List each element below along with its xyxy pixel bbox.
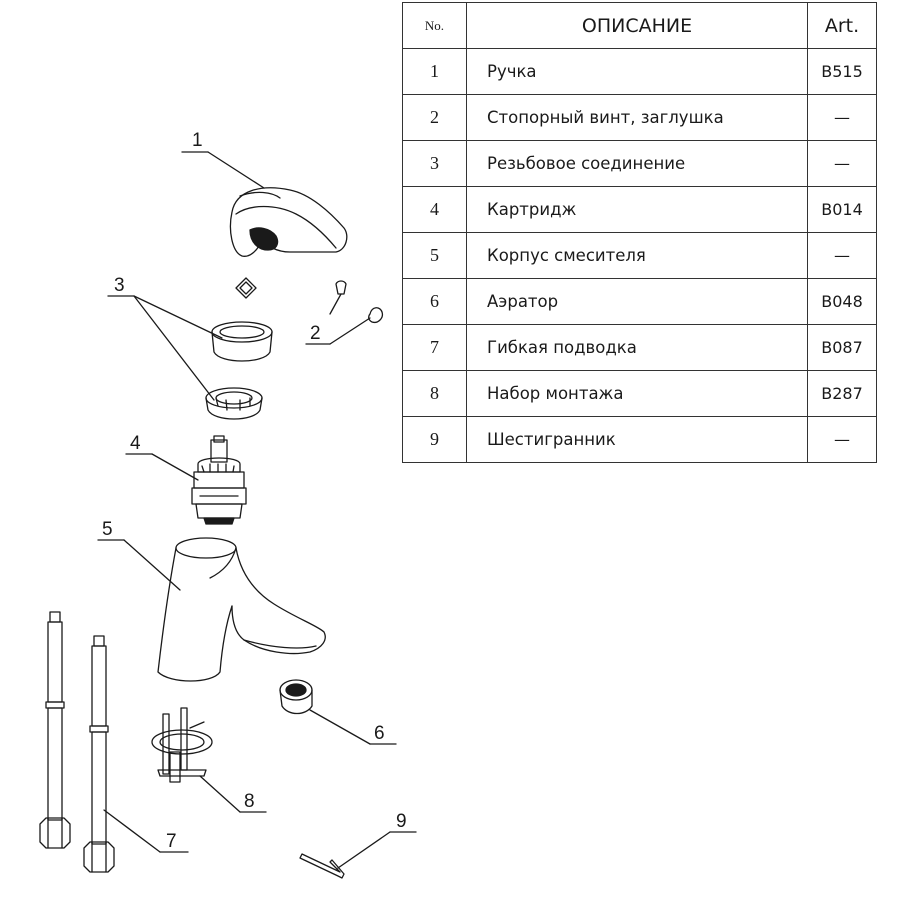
- cell-no: 8: [402, 370, 467, 417]
- callout-5: 5: [102, 519, 113, 540]
- leader-5: [123, 539, 181, 591]
- cell-no: 3: [402, 140, 467, 187]
- cell-description: Ручка: [466, 48, 808, 95]
- table-row: 7 Гибкая подводка B087: [402, 324, 877, 371]
- cell-no: 7: [402, 324, 467, 371]
- cell-description: Аэратор: [466, 278, 808, 325]
- cell-art: B014: [807, 186, 877, 233]
- callout-6: 6: [374, 723, 385, 744]
- part-flex-hose-left: [39, 611, 71, 849]
- cell-no: 1: [402, 48, 467, 95]
- leader-7: [103, 809, 161, 853]
- cell-art: B287: [807, 370, 877, 417]
- table-row: 3 Резьбовое соединение —: [402, 140, 877, 187]
- header-no: No.: [402, 2, 467, 49]
- part-threaded-ring-lower: [205, 387, 263, 420]
- callout-4: 4: [130, 433, 141, 454]
- cell-art: B515: [807, 48, 877, 95]
- callout-3: 3: [114, 275, 125, 296]
- cell-art: B048: [807, 278, 877, 325]
- leader-4: [151, 453, 199, 481]
- table-row: 4 Картридж B014: [402, 186, 877, 233]
- cell-description: Корпус смесителя: [466, 232, 808, 279]
- callout-9: 9: [396, 811, 407, 832]
- square-nut-inner: [239, 281, 253, 295]
- header-art: Art.: [807, 2, 877, 49]
- part-mounting-kit: [151, 707, 213, 783]
- cell-description: Стопорный винт, заглушка: [466, 94, 808, 141]
- cell-art: —: [807, 416, 877, 463]
- table-header-row: No. ОПИСАНИЕ Art.: [402, 2, 877, 49]
- cell-description: Гибкая подводка: [466, 324, 808, 371]
- cell-description: Картридж: [466, 186, 808, 233]
- cell-art: —: [807, 94, 877, 141]
- part-aerator: [279, 679, 313, 715]
- callout-7: 7: [166, 831, 177, 852]
- cell-art: —: [807, 232, 877, 279]
- cell-no: 6: [402, 278, 467, 325]
- callout-2: 2: [310, 323, 321, 344]
- part-threaded-ring-upper: [211, 321, 273, 362]
- table-row: 1 Ручка B515: [402, 48, 877, 95]
- table-row: 9 Шестигранник —: [402, 416, 877, 463]
- cell-description: Набор монтажа: [466, 370, 808, 417]
- cell-description: Резьбовое соединение: [466, 140, 808, 187]
- leader-8: [199, 775, 241, 813]
- table-row: 5 Корпус смесителя —: [402, 232, 877, 279]
- cell-no: 5: [402, 232, 467, 279]
- cell-art: —: [807, 140, 877, 187]
- part-hex-key: [299, 853, 345, 879]
- leader-3a: [133, 295, 223, 339]
- leader-1: [207, 151, 265, 189]
- leader-2: [329, 317, 371, 345]
- cell-description: Шестигранник: [466, 416, 808, 463]
- header-description: ОПИСАНИЕ: [466, 2, 808, 49]
- table-row: 2 Стопорный винт, заглушка —: [402, 94, 877, 141]
- leader-6: [309, 709, 371, 745]
- cell-no: 9: [402, 416, 467, 463]
- part-mixer-body: [157, 537, 326, 682]
- part-handle: [229, 187, 348, 257]
- part-cartridge: [191, 435, 247, 525]
- callout-8: 8: [244, 791, 255, 812]
- table-row: 8 Набор монтажа B287: [402, 370, 877, 417]
- leader-9: [337, 831, 391, 869]
- square-nut: [235, 277, 257, 299]
- leader-3b: [133, 295, 215, 401]
- table-row: 6 Аэратор B048: [402, 278, 877, 325]
- callout-1: 1: [192, 130, 203, 151]
- cell-no: 4: [402, 186, 467, 233]
- cell-art: B087: [807, 324, 877, 371]
- part-flex-hose-right: [83, 635, 115, 873]
- cell-no: 2: [402, 94, 467, 141]
- part-set-screw-plug: [329, 280, 384, 324]
- parts-table: No. ОПИСАНИЕ Art. 1 Ручка B515 2 Стопорн…: [402, 2, 877, 463]
